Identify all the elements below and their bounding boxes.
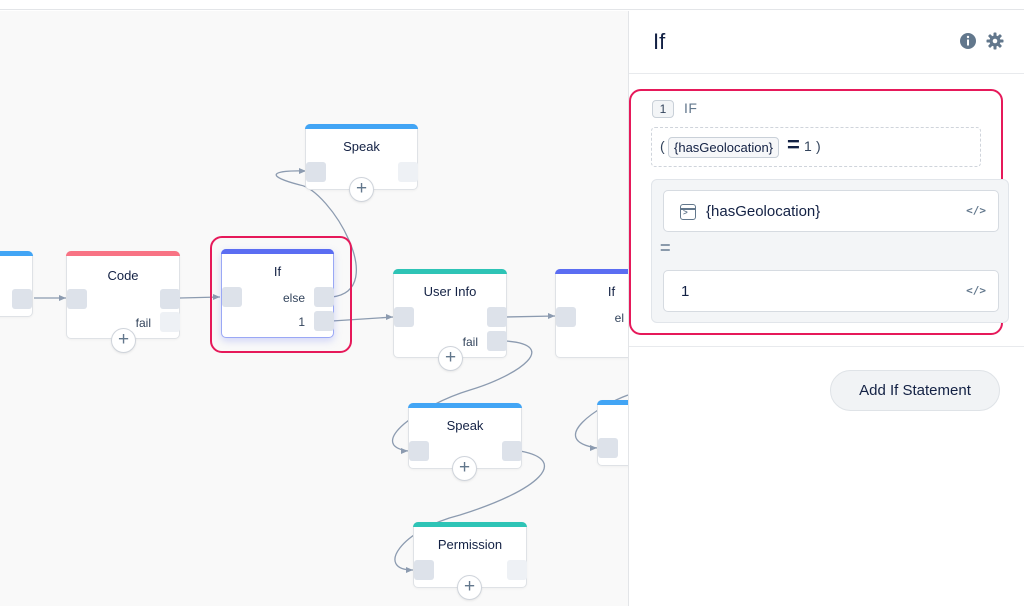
condition-if-label: IF: [684, 100, 698, 116]
else-label: el: [614, 311, 624, 325]
right-operand-value: 1: [681, 283, 690, 300]
info-icon[interactable]: [959, 32, 977, 50]
input-port[interactable]: [414, 560, 434, 580]
right-operand-field[interactable]: 1 </>: [663, 270, 999, 312]
input-port[interactable]: [394, 307, 414, 327]
output-port[interactable]: [398, 162, 418, 182]
code-toggle-icon[interactable]: </>: [966, 284, 986, 297]
paren-close: ): [816, 138, 821, 154]
wire-userinfo-to-if: [505, 315, 556, 318]
condition-index-badge: 1: [652, 100, 674, 118]
fail-label: fail: [135, 316, 151, 330]
left-operand-value: {hasGeolocation}: [706, 203, 821, 220]
wire-userinfo-fail-to-speak: [391, 340, 533, 452]
node-offscreen-right[interactable]: [597, 400, 628, 466]
output-port[interactable]: [507, 560, 527, 580]
connection-lines: [34, 168, 628, 573]
condition-expression-preview[interactable]: ( {hasGeolocation} = 1 ): [651, 127, 981, 167]
add-step-button[interactable]: +: [111, 328, 136, 353]
node-title: If: [607, 284, 616, 299]
wire-speak-to-permission: [394, 450, 545, 571]
expression-value: 1: [804, 138, 812, 154]
wire-if-1-to-userinfo: [331, 316, 394, 322]
operator-selector[interactable]: =: [660, 238, 671, 258]
else-label: else: [282, 291, 305, 305]
panel-title: If: [653, 29, 666, 54]
add-step-button[interactable]: +: [438, 346, 463, 371]
node-if-selected[interactable]: If else 1: [221, 249, 334, 338]
condition-block[interactable]: 1 IF ( {hasGeolocation} = 1 ) {hasGeoloc…: [629, 89, 1009, 335]
condition-1-label: 1: [298, 315, 305, 329]
node-title: If: [273, 264, 282, 279]
node-user-info[interactable]: User Info fail: [393, 269, 507, 358]
add-if-statement-button[interactable]: Add If Statement: [830, 370, 1000, 411]
input-port[interactable]: [409, 441, 429, 461]
node-speak-top[interactable]: Speak: [305, 124, 418, 190]
node-code[interactable]: Code fail: [66, 251, 180, 339]
node-title: User Info: [423, 284, 477, 299]
wire-right-offscreen: [574, 394, 628, 449]
code-toggle-icon[interactable]: </>: [966, 204, 986, 217]
condition-editor: {hasGeolocation} </> = 1 </>: [651, 179, 1009, 323]
operator-sign: =: [787, 132, 800, 157]
output-port[interactable]: [487, 307, 507, 327]
fail-port[interactable]: [487, 331, 507, 351]
paren-open: (: [660, 138, 665, 154]
add-step-button[interactable]: +: [457, 575, 482, 600]
variable-chip: {hasGeolocation}: [668, 137, 780, 158]
node-title: Permission: [437, 537, 503, 552]
add-step-button[interactable]: +: [349, 177, 374, 202]
node-title: Code: [107, 268, 139, 283]
node-offscreen-left[interactable]: [0, 251, 33, 317]
node-if-right[interactable]: If el: [555, 269, 628, 358]
output-port[interactable]: [12, 289, 32, 309]
output-port[interactable]: [160, 289, 180, 309]
flow-canvas[interactable]: Code fail + If else 1 Speak + User Info …: [0, 11, 628, 606]
selected-node-highlight: [210, 236, 352, 353]
gear-icon[interactable]: [986, 32, 1004, 50]
input-port[interactable]: [306, 162, 326, 182]
fail-label: fail: [462, 335, 478, 349]
input-port[interactable]: [598, 438, 618, 458]
panel-divider: [629, 346, 1024, 347]
add-step-button[interactable]: +: [452, 456, 477, 481]
wire-if-else-to-speak: [275, 170, 357, 298]
properties-panel: If 1 IF ( {hasGeolocatio: [628, 11, 1024, 606]
input-port[interactable]: [222, 287, 242, 307]
input-port[interactable]: [556, 307, 576, 327]
left-operand-field[interactable]: {hasGeolocation} </>: [663, 190, 999, 232]
else-port[interactable]: [314, 287, 334, 307]
node-title: Speak: [343, 139, 380, 154]
top-bar: [0, 0, 1024, 10]
node-title: Speak: [446, 418, 484, 433]
variable-icon: [680, 204, 696, 220]
panel-header: If: [629, 11, 1024, 74]
input-port[interactable]: [67, 289, 87, 309]
fail-port[interactable]: [160, 312, 180, 332]
output-port[interactable]: [502, 441, 522, 461]
condition-1-port[interactable]: [314, 311, 334, 331]
